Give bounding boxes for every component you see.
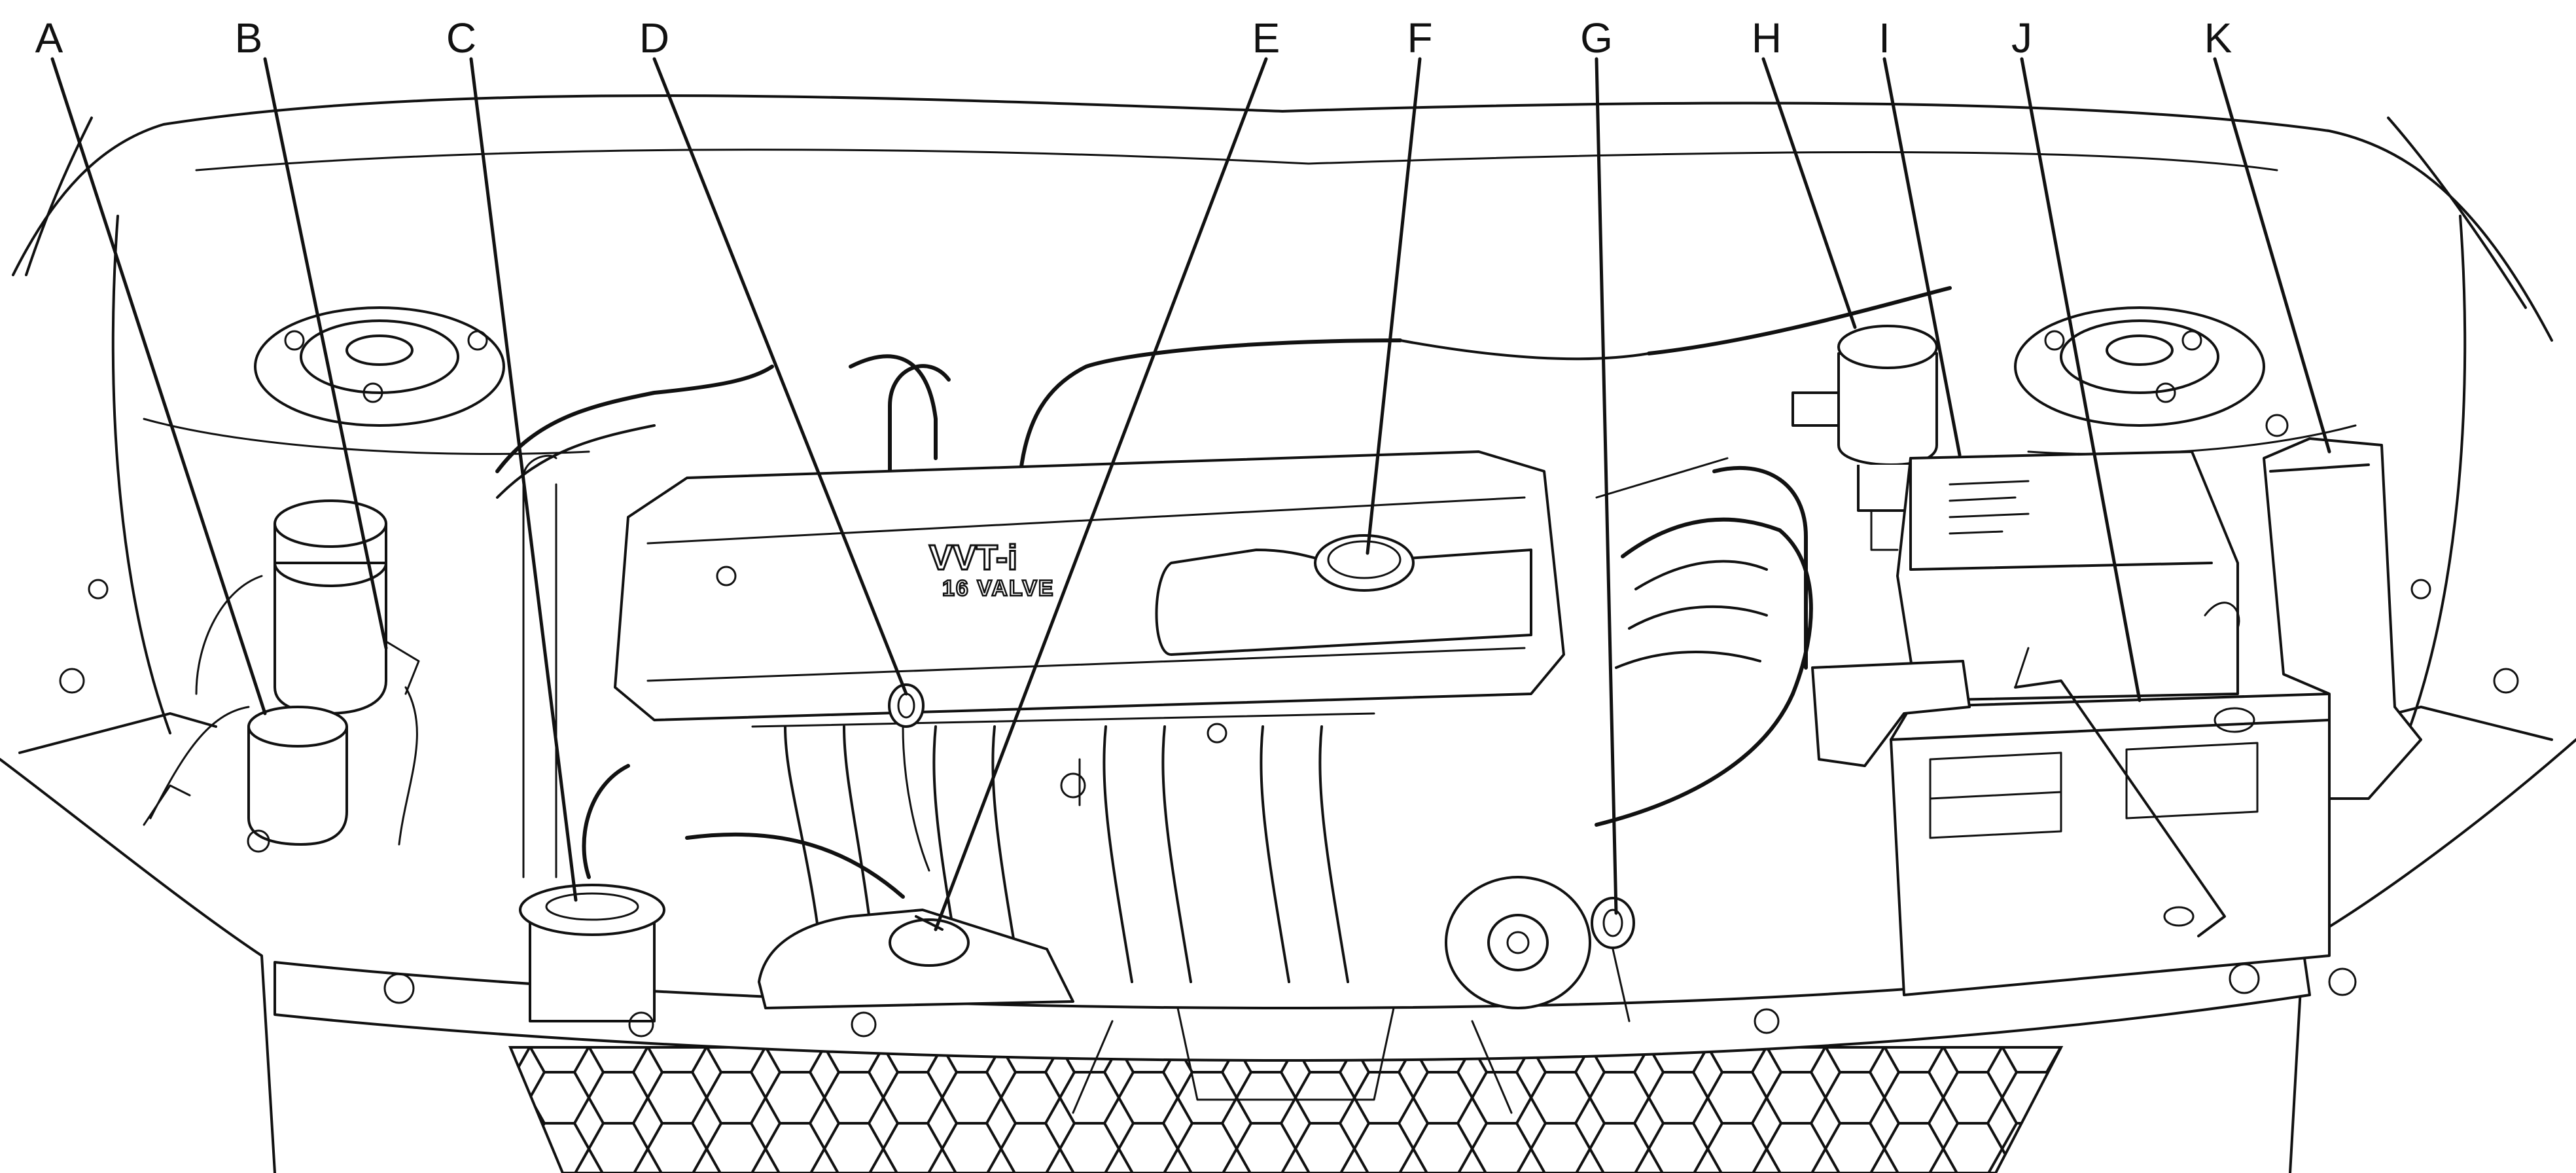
clutch-fluid-reservoir [143, 706, 348, 846]
cylinder-head-cover: VVT-i 16 VALVE [614, 450, 1565, 744]
air-intake-hose [1595, 457, 1813, 827]
brake-fluid-reservoir [273, 499, 420, 715]
callout-a: A [35, 14, 63, 62]
left-strut-tower [254, 306, 505, 427]
right-strut-tower [2014, 306, 2265, 427]
battery-cover [1811, 660, 1971, 767]
callout-k: K [2204, 14, 2232, 62]
radiator-support [273, 948, 2311, 1173]
power-steering-reservoir [1791, 325, 1938, 551]
callout-c: C [446, 14, 476, 62]
callout-e: E [1252, 14, 1280, 62]
cover-subtitle-text: 16 VALVE [942, 576, 1055, 601]
alternator [1445, 876, 1591, 1009]
coolant-reservoir [519, 454, 665, 1022]
callout-d: D [639, 14, 669, 62]
transmission-fluid-dipstick [1591, 897, 1635, 1022]
air-cleaner-box [1896, 450, 2239, 702]
body-outline [0, 94, 2576, 1173]
engine-oil-dipstick [888, 683, 930, 872]
radiator-cap-area [758, 909, 1074, 1009]
callout-labels: A B C D E F G H I J K [35, 14, 2232, 62]
callout-f: F [1407, 14, 1432, 62]
fuse-box [2204, 414, 2422, 800]
cover-brand-text: VVT-i [929, 538, 1017, 577]
leader-lines [50, 57, 2331, 931]
callout-h: H [1752, 14, 1782, 62]
callout-j: J [2011, 14, 2032, 62]
callout-i: I [1879, 14, 1890, 62]
callout-b: B [235, 14, 263, 62]
hoses [195, 286, 1952, 899]
callout-g: G [1580, 14, 1613, 62]
bolts [59, 579, 2519, 1038]
battery [1890, 647, 2331, 996]
